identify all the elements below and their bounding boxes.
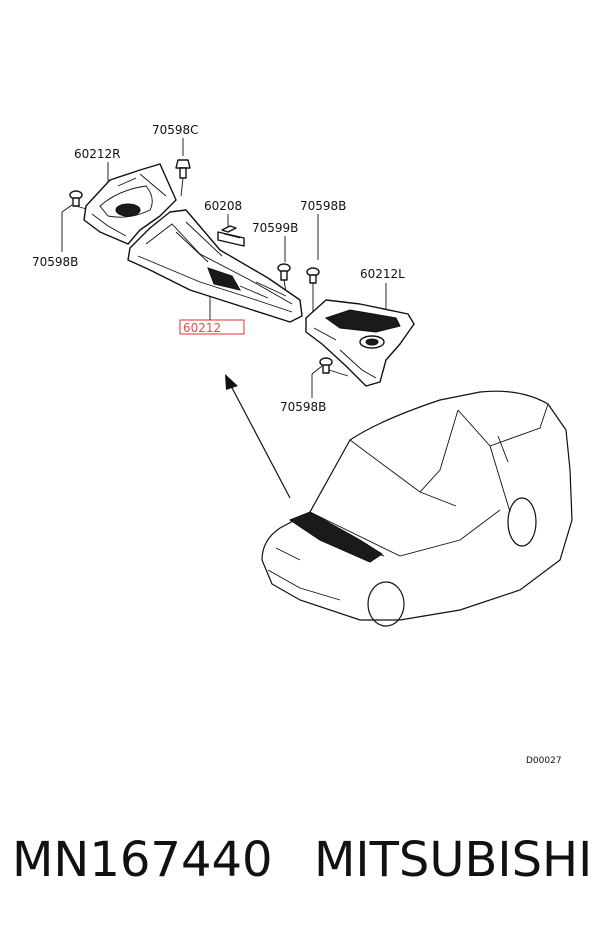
- callout-70598c: 70598C: [152, 123, 199, 137]
- callout-70599b: 70599B: [252, 221, 298, 235]
- callout-70598b-left: 70598B: [32, 255, 78, 269]
- cowl-side-panel-60212l: [305, 299, 415, 387]
- highlight-box: [179, 319, 245, 335]
- clip-70598b-left: [69, 190, 91, 211]
- diagram-code: D00027: [526, 756, 562, 766]
- callout-70598b-top: 70598B: [300, 199, 346, 213]
- cowl-top-panel-60212: [127, 209, 303, 323]
- callout-60212l: 60212L: [360, 267, 405, 281]
- clip-70598b-top: [306, 267, 320, 330]
- brand-name: MITSUBISHI: [314, 832, 593, 888]
- clip-70599b: [277, 263, 291, 293]
- clip-70598b-bottom: [319, 357, 349, 377]
- callout-70598b-bottom: 70598B: [280, 400, 326, 414]
- parts-diagram: 70598C 60212R 70598B 60208 70598B 70599B…: [32, 123, 573, 766]
- footer: MN167440 MITSUBISHI: [0, 832, 600, 902]
- callout-60212: 60212: [183, 321, 221, 335]
- part-number: MN167440: [12, 832, 273, 888]
- clip-70598c: [175, 159, 191, 197]
- cowl-side-panel-60212r: [83, 163, 177, 245]
- callout-60208: 60208: [204, 199, 242, 213]
- callout-60212r: 60212R: [74, 147, 121, 161]
- bracket-60208: [217, 225, 245, 247]
- vehicle-outline: [261, 390, 573, 627]
- direction-arrow: [225, 374, 291, 499]
